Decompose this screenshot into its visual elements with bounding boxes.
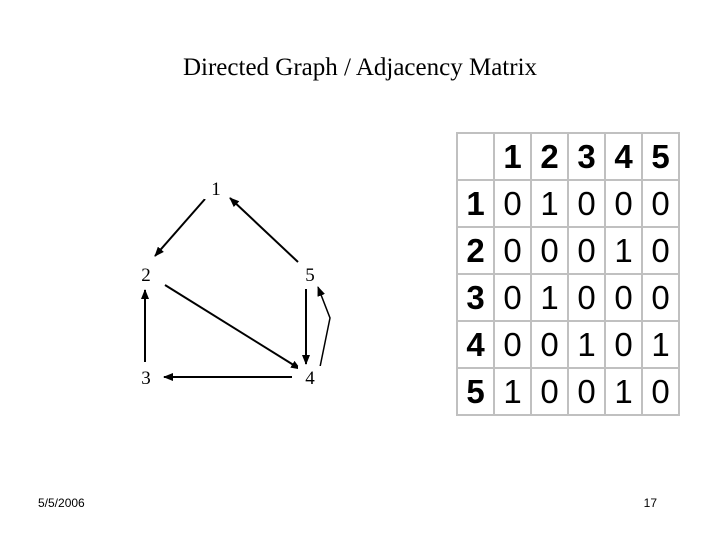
matrix-cell: 0	[641, 273, 680, 322]
edge-5-1	[229, 197, 299, 263]
matrix-row-header: 3	[456, 273, 495, 322]
matrix-header-row: 1 2 3 4 5	[456, 132, 680, 181]
matrix-cell: 1	[530, 273, 569, 322]
matrix-cell: 0	[530, 320, 569, 369]
matrix-cell: 0	[567, 179, 606, 228]
matrix-cell: 1	[604, 367, 643, 416]
matrix-cell: 0	[641, 226, 680, 275]
matrix-cell: 1	[530, 179, 569, 228]
matrix-cell: 0	[493, 273, 532, 322]
node-2: 2	[134, 263, 158, 286]
matrix-row: 4 0 0 1 0 1	[456, 320, 680, 369]
page-number: 17	[643, 496, 657, 510]
matrix-cell: 0	[530, 367, 569, 416]
matrix-cell: 1	[604, 226, 643, 275]
matrix-cell: 0	[493, 320, 532, 369]
matrix-row-header: 4	[456, 320, 495, 369]
matrix-row-header: 1	[456, 179, 495, 228]
matrix-cell: 0	[493, 226, 532, 275]
matrix-cell: 0	[567, 273, 606, 322]
node-3: 3	[134, 366, 158, 389]
slide-title: Directed Graph / Adjacency Matrix	[182, 54, 538, 81]
matrix-cell: 0	[567, 367, 606, 416]
matrix-cell: 0	[567, 226, 606, 275]
node-1: 1	[204, 177, 228, 200]
matrix-cell: 1	[641, 320, 680, 369]
node-5: 5	[298, 263, 322, 286]
matrix-col-header: 4	[604, 132, 643, 181]
adjacency-matrix: 1 2 3 4 5 1 0 1 0 0 0 2 0 0 0 1 0 3 0 1 …	[456, 132, 680, 416]
matrix-row: 3 0 1 0 0 0	[456, 273, 680, 322]
matrix-cell: 0	[493, 179, 532, 228]
matrix-row: 1 0 1 0 0 0	[456, 179, 680, 228]
edge-2-4	[164, 284, 301, 370]
matrix-cell: 0	[530, 226, 569, 275]
node-2-label: 2	[141, 265, 151, 286]
matrix-cell: 1	[567, 320, 606, 369]
matrix-cell: 0	[641, 179, 680, 228]
node-4: 4	[298, 366, 322, 389]
matrix-col-header: 5	[641, 132, 680, 181]
matrix-cell: 0	[604, 179, 643, 228]
matrix-cell: 0	[641, 367, 680, 416]
footer-date: 5/5/2006	[38, 496, 85, 510]
edge-4-5	[317, 286, 331, 368]
matrix-row-header: 2	[456, 226, 495, 275]
matrix-corner-cell	[456, 132, 495, 181]
matrix-col-header: 2	[530, 132, 569, 181]
edge-1-2	[154, 198, 206, 257]
matrix-row: 5 1 0 0 1 0	[456, 367, 680, 416]
matrix-col-header: 3	[567, 132, 606, 181]
matrix-cell: 0	[604, 320, 643, 369]
matrix-cell: 1	[493, 367, 532, 416]
matrix-col-header: 1	[493, 132, 532, 181]
matrix-cell: 0	[604, 273, 643, 322]
node-1-label: 1	[211, 179, 221, 200]
matrix-row-header: 5	[456, 367, 495, 416]
node-3-label: 3	[141, 368, 151, 389]
node-4-label: 4	[305, 368, 315, 389]
node-5-label: 5	[305, 265, 315, 286]
matrix-row: 2 0 0 0 1 0	[456, 226, 680, 275]
